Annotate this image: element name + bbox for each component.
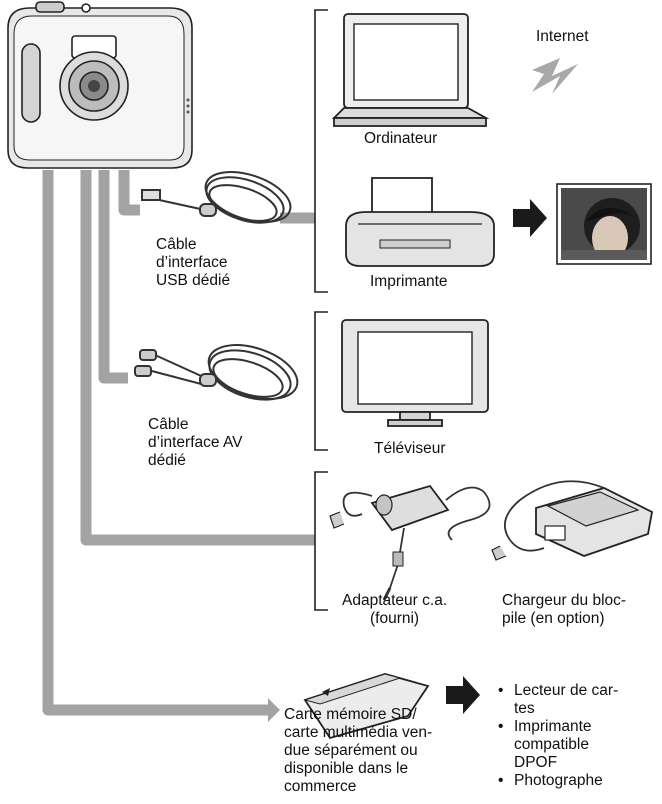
route-av — [98, 170, 128, 384]
route-usb — [118, 170, 140, 216]
usb-cable-label: Câble d’interface USB dédié — [156, 236, 231, 289]
card-use-item: Lecteur de car- tes — [496, 682, 618, 718]
bracket-tv — [314, 311, 328, 451]
route-power — [80, 170, 315, 546]
route-card — [42, 170, 268, 716]
card-to-uses-arrow — [446, 676, 480, 714]
printer-icon — [345, 177, 495, 267]
sd-card-icon — [303, 673, 430, 740]
av-cable-label: Câble d’interface AV dédié — [148, 416, 243, 469]
camera-icon — [7, 1, 193, 169]
bracket-power — [314, 471, 328, 611]
computer-label: Ordinateur — [364, 130, 438, 147]
internet-icon — [532, 58, 578, 94]
card-uses-list: Lecteur de car- tes Imprimante compatibl… — [496, 682, 618, 790]
adapter-icon — [329, 484, 491, 601]
tv-label: Téléviseur — [374, 440, 446, 457]
charger-label: Chargeur du bloc- pile (en option) — [502, 592, 627, 627]
tv-icon — [341, 319, 489, 427]
computer-icon — [331, 13, 490, 127]
av-cable-icon — [134, 344, 299, 401]
brackets — [314, 9, 328, 611]
printer-label: Imprimante — [370, 273, 448, 290]
charger-icon — [491, 480, 654, 561]
sd-card-label: Carte mémoire SD/ carte multimédia ven- … — [284, 706, 433, 795]
adapter-label: Adaptateur c.a. (fourni) — [342, 592, 448, 627]
usb-cable-icon — [141, 171, 292, 224]
card-use-item: Photographe — [496, 772, 618, 790]
photo-icon — [556, 183, 652, 265]
card-use-item: Imprimante compatible DPOF — [496, 718, 618, 772]
internet-label: Internet — [536, 28, 589, 45]
printer-to-photo-arrow — [513, 199, 547, 237]
bracket-computer-printer — [314, 9, 328, 293]
card-arrow-head — [268, 698, 280, 722]
cable-routes — [42, 170, 315, 716]
